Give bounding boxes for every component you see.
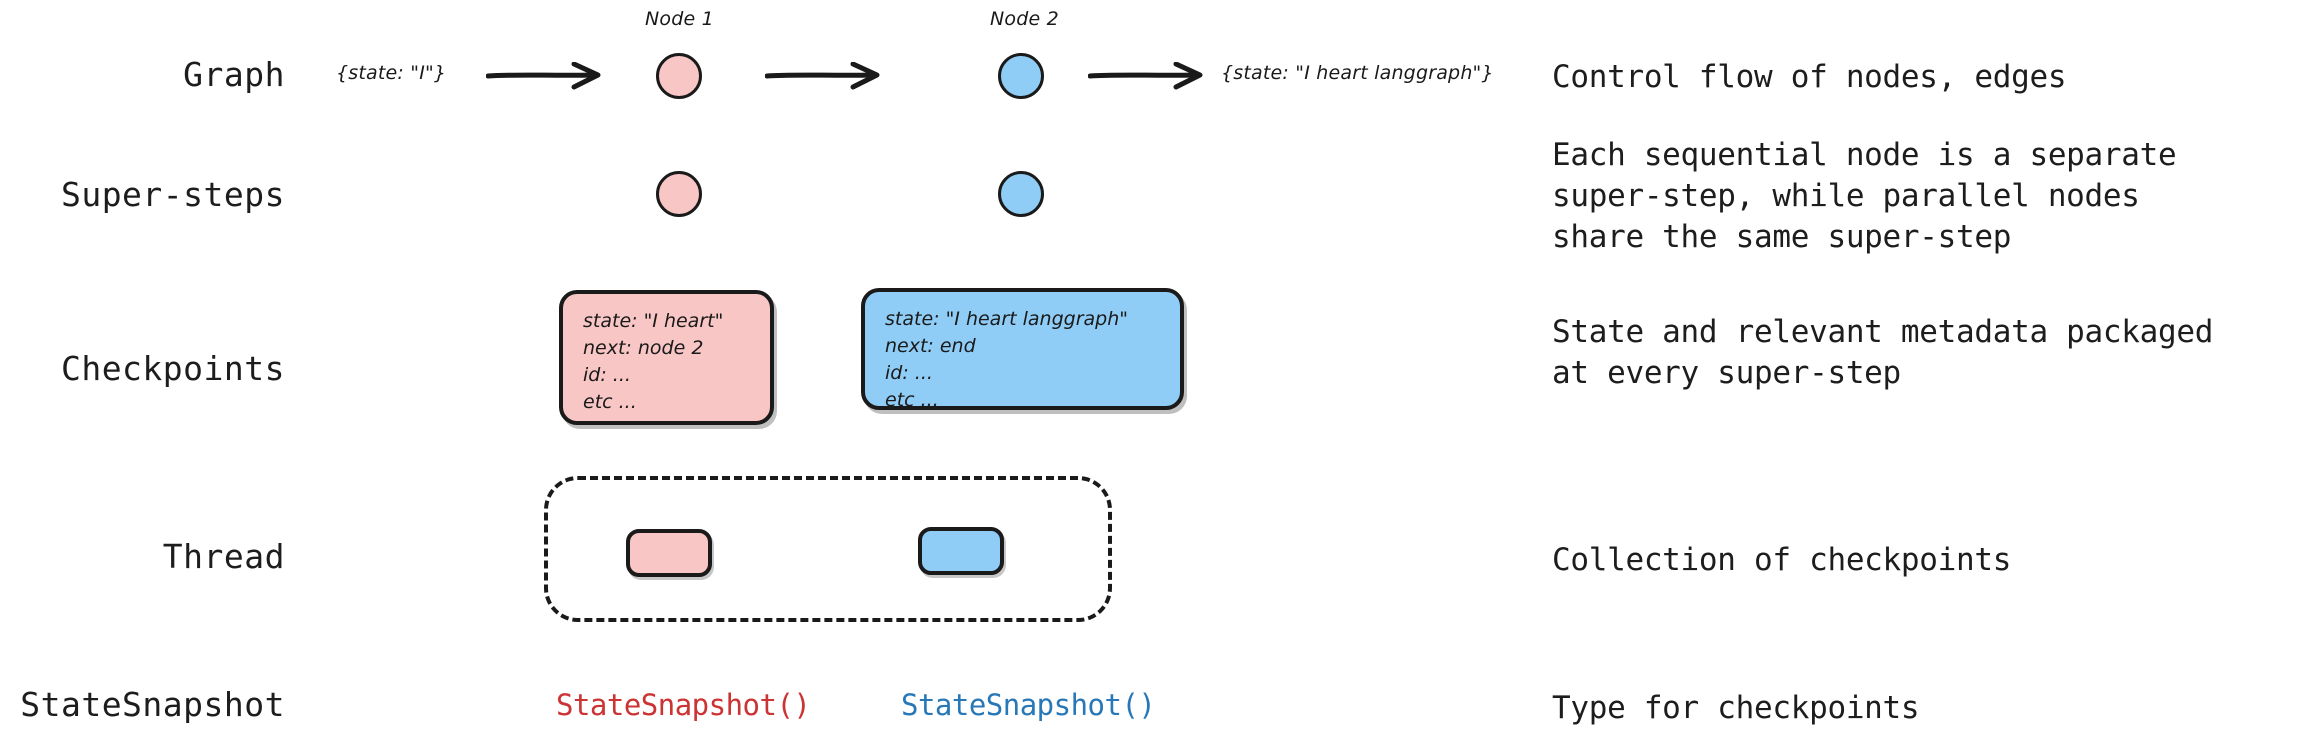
statesnapshot-type-pink: StateSnapshot() [556,688,811,722]
node-1-label: Node 1 [645,8,714,30]
row-description-super-steps: Each sequential node is a separate super… [1552,137,2177,255]
thread-checkpoint-chip-blue [918,527,1004,575]
row-description-thread: Collection of checkpoints [1552,542,2012,578]
row-description-checkpoints: State and relevant metadata packaged at … [1552,314,2214,391]
row-description-statesnapshot: Type for checkpoints [1552,690,1920,726]
checkpoint-card-pink: state: "I heart" next: node 2 id: ... et… [559,290,774,425]
statesnapshot-type-blue: StateSnapshot() [901,688,1156,722]
node-2-label: Node 2 [990,8,1059,30]
graph-edge-arrow-1 [485,61,606,92]
checkpoint-card-blue: state: "I heart langgraph" next: end id:… [861,288,1184,411]
super-step-node-1-circle [656,171,702,217]
row-label-thread: Thread [162,537,285,576]
graph-output-state-annotation: {state: "I heart langgraph"} [1221,62,1494,84]
super-step-node-2-circle [998,171,1044,217]
row-label-super-steps: Super-steps [60,175,285,214]
graph-node-1-circle [656,53,702,99]
graph-edge-arrow-2 [764,61,885,92]
row-label-statesnapshot: StateSnapshot [20,685,285,724]
graph-input-state-annotation: {state: "I"} [336,62,447,84]
graph-node-2-circle [998,53,1044,99]
thread-checkpoint-chip-pink [626,529,712,577]
graph-edge-arrow-3 [1087,61,1208,92]
thread-group-boundary [544,476,1112,622]
row-label-graph: Graph [183,55,285,94]
row-label-checkpoints: Checkpoints [60,349,285,388]
row-description-graph: Control flow of nodes, edges [1552,59,2067,95]
